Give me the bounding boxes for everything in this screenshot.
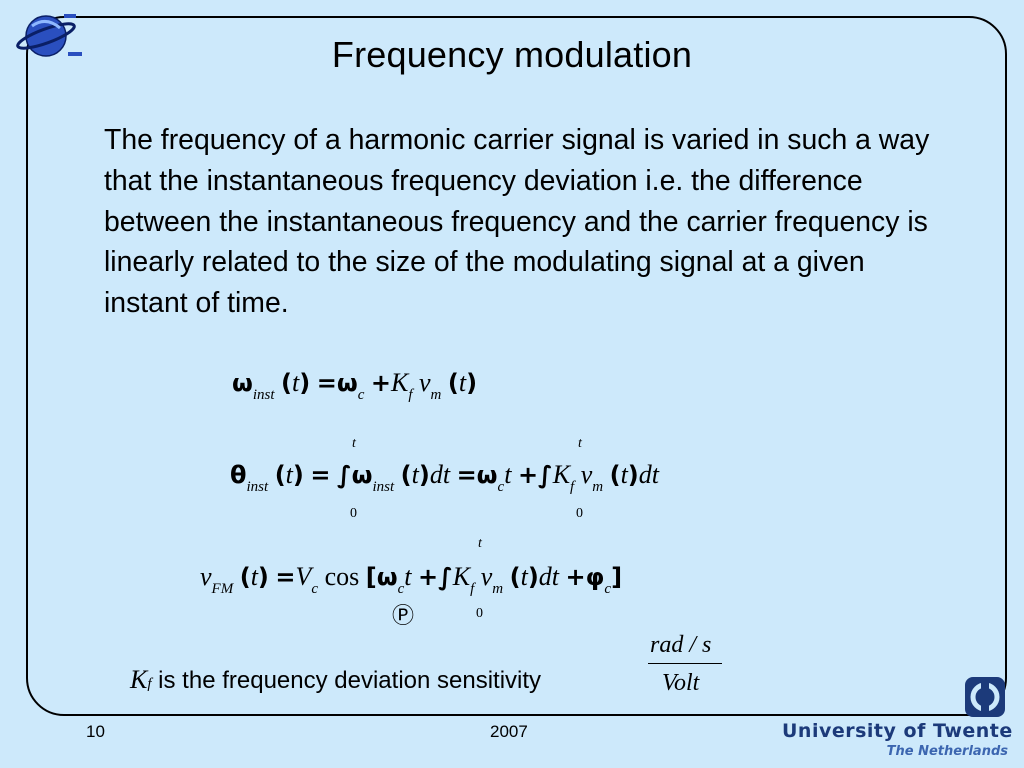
body-paragraph: The frequency of a harmonic carrier sign… (104, 124, 930, 320)
slide-frame (26, 16, 1007, 716)
unit-fraction: rad / s Volt (640, 632, 750, 702)
equation-fm-signal: vFM (t) =Vc cos [ωct +∫Kf vm (t)dt +φc] (200, 562, 623, 597)
globe-icon (16, 14, 82, 57)
sensitivity-note: Kf is the frequency deviation sensitivit… (130, 665, 541, 695)
university-name: University of Twente (782, 720, 1013, 742)
fraction-bar (648, 663, 722, 664)
unit-denominator: Volt (662, 670, 700, 696)
sensitivity-text: is the frequency deviation sensitivity (151, 667, 542, 694)
page-number: 10 (86, 722, 105, 741)
kf-symbol: K (130, 665, 148, 694)
equation-instantaneous-frequency: ωinst (t) =ωc +Kf vm (t) (232, 368, 478, 403)
integral-lower-limit: 0 (576, 506, 583, 521)
integral-lower-limit: 0 (476, 606, 483, 621)
kf-subscript: f (147, 676, 152, 692)
integral-lower-limit: 0 (350, 506, 357, 521)
integral-upper-limit: t (478, 536, 482, 551)
equation-instantaneous-phase: θinst (t) = ∫ωinst (t)dt =ωct +∫Kf vm (t… (230, 460, 659, 495)
university-country: The Netherlands (886, 744, 1008, 759)
slide-title: Frequency modulation (331, 34, 693, 75)
integral-upper-limit: t (352, 436, 356, 451)
circled-p-glyph: Ⓟ (392, 603, 415, 628)
integral-upper-limit: t (578, 436, 582, 451)
footer-year: 2007 (490, 722, 528, 741)
university-logo: University of Twente The Netherlands (778, 672, 1018, 764)
university-logo-icon (965, 677, 1005, 717)
unit-numerator: rad / s (650, 632, 712, 658)
